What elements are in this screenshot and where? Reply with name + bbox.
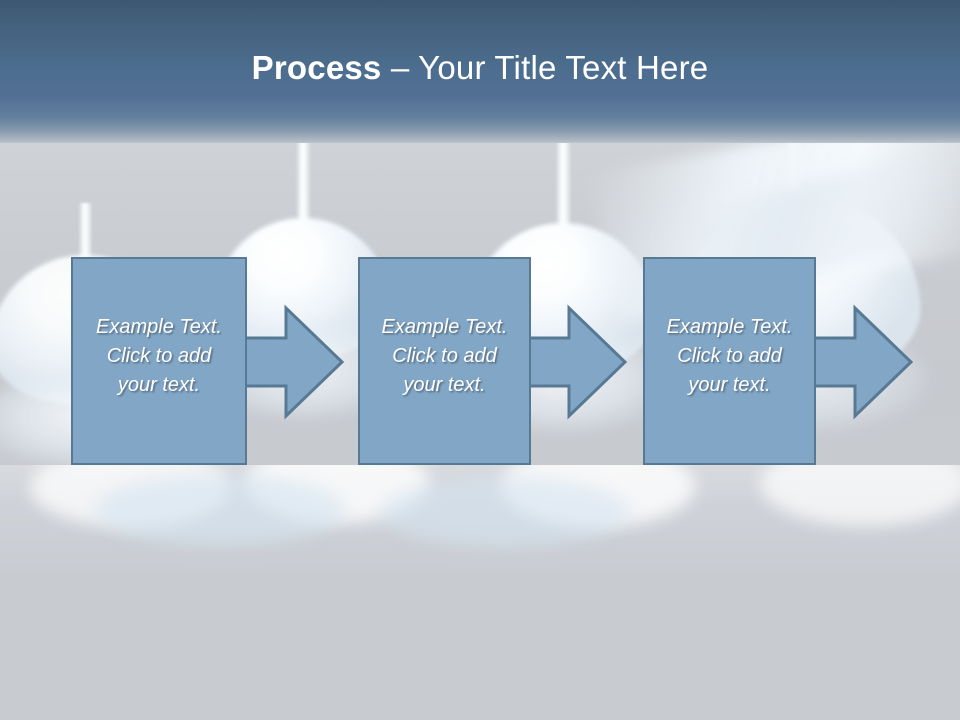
title-bar: Process – Your Title Text Here <box>0 0 960 143</box>
reflection-blob <box>95 475 345 545</box>
page-title-bold: Process <box>251 49 382 86</box>
floor-reflection-band <box>0 465 960 580</box>
step-2-box[interactable] <box>358 257 531 465</box>
lamp-stem <box>78 203 92 265</box>
lamp-stem <box>555 143 570 232</box>
page-title: Process – Your Title Text Here <box>0 48 960 88</box>
page-title-rest: – Your Title Text Here <box>381 49 709 86</box>
reflection-blob <box>380 477 630 547</box>
step-1-box[interactable] <box>71 257 247 465</box>
step-3-box[interactable] <box>643 257 816 465</box>
lamp-stem <box>295 143 310 228</box>
title-bar-gradient <box>0 0 960 143</box>
